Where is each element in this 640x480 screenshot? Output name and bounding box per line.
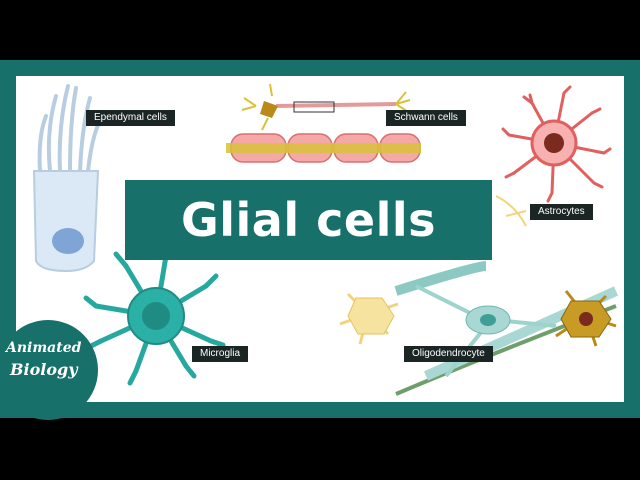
microglia-illustration xyxy=(83,241,226,386)
ependymal-label: Ependymal cells xyxy=(86,110,175,126)
title-banner: Glial cells xyxy=(125,180,492,260)
glial-cells-illustration xyxy=(32,83,619,396)
oligodendrocyte-illustration xyxy=(339,195,619,396)
ependymal-cell-illustration xyxy=(32,84,102,273)
schwann-label: Schwann cells xyxy=(386,110,466,126)
logo-line2: Biology xyxy=(10,360,78,379)
astrocyte-illustration xyxy=(501,85,612,203)
page-title: Glial cells xyxy=(181,193,436,247)
oligodendrocyte-label: Oligodendrocyte xyxy=(404,346,493,362)
logo-circle-icon xyxy=(0,320,98,420)
animated-biology-logo: Animated Biology xyxy=(0,320,100,420)
astrocytes-label: Astrocytes xyxy=(530,204,593,220)
schwann-cell-illustration xyxy=(226,83,421,163)
logo-line1: Animated xyxy=(6,340,82,356)
microglia-label: Microglia xyxy=(192,346,249,362)
